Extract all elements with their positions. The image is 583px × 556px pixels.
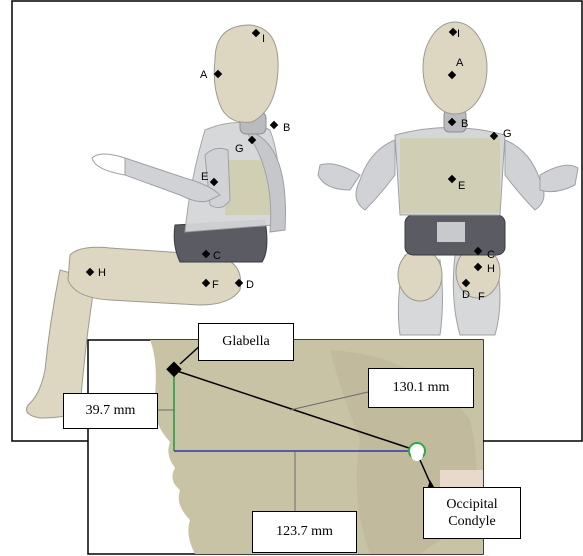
vertical-distance-label: 39.7 mm <box>63 393 158 429</box>
front-label-C: C <box>487 249 495 261</box>
horizontal-distance-text: 123.7 mm <box>276 523 333 541</box>
side-label-G: G <box>235 143 244 155</box>
front-label-I: I <box>457 28 460 40</box>
condyle-label-line2: Condyle <box>448 513 495 531</box>
side-label-I: I <box>262 33 265 45</box>
diagonal-distance-text: 130.1 mm <box>393 379 450 397</box>
front-label-H: H <box>487 263 495 275</box>
front-label-E: E <box>458 180 465 192</box>
glabella-label: Glabella <box>198 323 294 361</box>
vertical-distance-text: 39.7 mm <box>86 402 136 420</box>
front-label-G: G <box>503 128 512 140</box>
horizontal-distance-label: 123.7 mm <box>252 511 357 553</box>
side-label-E: E <box>201 171 208 183</box>
side-label-H: H <box>98 267 106 279</box>
front-label-D: D <box>462 289 470 301</box>
front-label-B: B <box>461 118 468 130</box>
glabella-label-text: Glabella <box>222 333 269 351</box>
diagonal-distance-label: 130.1 mm <box>368 368 474 408</box>
side-label-F: F <box>212 279 219 291</box>
condyle-label-line1: Occipital <box>446 496 497 514</box>
side-label-D: D <box>246 279 254 291</box>
side-label-A: A <box>200 69 208 81</box>
front-label-A: A <box>456 57 464 69</box>
front-label-F: F <box>478 291 485 303</box>
occipital-condyle-label: Occipital Condyle <box>423 487 521 539</box>
side-label-B: B <box>283 122 290 134</box>
side-label-C: C <box>213 250 221 262</box>
